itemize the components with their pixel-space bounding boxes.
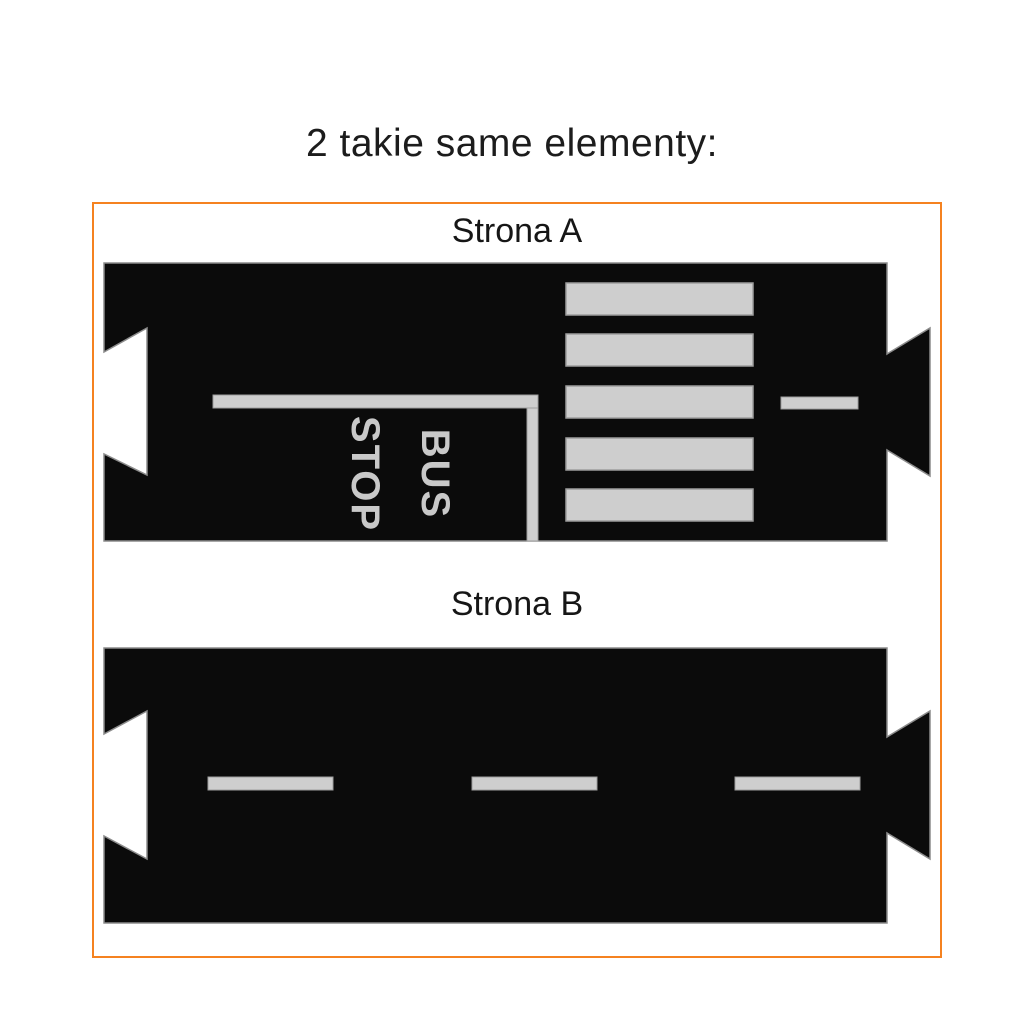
road-element-side-b — [103, 647, 931, 924]
bus-stop-sign: BUS STOP — [320, 394, 480, 554]
page-title: 2 takie same elementy: — [305, 122, 719, 165]
center-line-dash — [734, 776, 861, 791]
pedestrian-crossing — [565, 282, 754, 522]
side-b-label: Strona B — [450, 585, 584, 623]
road-element-side-a — [103, 262, 931, 542]
zebra-stripe — [565, 333, 754, 367]
zebra-stripe — [565, 385, 754, 419]
bus-stop-sign-line1: BUS — [413, 428, 457, 520]
bus-stop-sign-line2: STOP — [343, 415, 387, 533]
elements-frame: Strona A BUS STOP Strona B — [92, 202, 942, 958]
zebra-stripe — [565, 282, 754, 316]
center-line-dashes — [207, 776, 861, 791]
zebra-stripe — [565, 488, 754, 522]
bus-bay-side-line — [526, 407, 539, 542]
side-a-label: Strona A — [451, 212, 583, 250]
center-line-dash — [207, 776, 334, 791]
center-line-dash — [780, 396, 859, 410]
center-line-dash — [471, 776, 598, 791]
bus-bay-top-line — [212, 394, 539, 409]
zebra-stripe — [565, 437, 754, 471]
